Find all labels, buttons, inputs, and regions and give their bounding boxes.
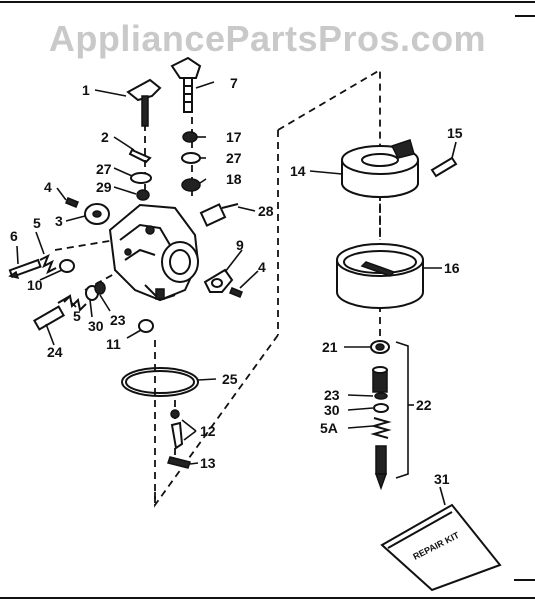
part-1-throttle-shaft xyxy=(126,78,162,127)
callout-c7: 7 xyxy=(230,75,238,91)
callout-c28: 28 xyxy=(258,203,274,219)
callout-c30a: 30 xyxy=(88,318,104,334)
part-25-gasket-inner xyxy=(125,370,195,394)
part-15-float-pin xyxy=(430,156,458,178)
callout-c3: 3 xyxy=(55,213,63,229)
callout-c25: 25 xyxy=(222,371,238,387)
part-7-choke-shaft xyxy=(170,56,202,113)
part-12-needle-clip xyxy=(170,409,180,419)
part-27-seal xyxy=(130,172,152,184)
part-22-bowl-nut xyxy=(372,366,388,393)
part-4-screw-right xyxy=(229,287,243,298)
callout-c4a: 4 xyxy=(44,179,52,195)
callout-c5A: 5A xyxy=(320,420,338,436)
callout-c4b: 4 xyxy=(258,259,266,275)
callout-c27b: 27 xyxy=(226,150,242,166)
part-31-repair-kit-card: REPAIR KIT xyxy=(380,503,502,592)
callout-c6: 6 xyxy=(10,228,18,244)
part-30-washer-bowl xyxy=(373,403,389,413)
part-21-hole xyxy=(375,343,385,351)
callout-c9: 9 xyxy=(236,237,244,253)
part-9-bracket xyxy=(203,268,234,293)
part-27-seal-right xyxy=(181,152,201,164)
dashed-axis-left xyxy=(54,239,116,251)
part-3-hole xyxy=(92,210,102,218)
part-5-spring-lower xyxy=(63,293,87,313)
callout-c5b: 5 xyxy=(73,308,81,324)
part-9-hole xyxy=(211,278,223,288)
callout-c21: 21 xyxy=(322,339,338,355)
callout-c30b: 30 xyxy=(324,402,340,418)
part-11-seal xyxy=(138,319,154,333)
callout-c15: 15 xyxy=(447,125,463,141)
callout-c31: 31 xyxy=(434,471,450,487)
callout-c1: 1 xyxy=(82,82,90,98)
leader-lines xyxy=(16,81,457,506)
callout-c27a: 27 xyxy=(96,161,112,177)
callout-c10: 10 xyxy=(27,277,43,293)
callout-c17: 17 xyxy=(226,129,242,145)
callout-c23b: 23 xyxy=(324,387,340,403)
callout-c24: 24 xyxy=(47,344,63,360)
part-5A-spring xyxy=(370,417,392,439)
part-16-float-bowl xyxy=(336,243,424,309)
part-22-needle xyxy=(374,445,388,491)
callout-c29: 29 xyxy=(96,179,112,195)
part-10-o-ring xyxy=(59,259,75,273)
callout-c22: 22 xyxy=(416,397,432,413)
part-25-gasket xyxy=(121,367,199,397)
part-23-o-ring-bowl xyxy=(374,392,388,400)
callout-c13: 13 xyxy=(200,455,216,471)
carburetor-body xyxy=(108,203,200,302)
part-6-idle-screw xyxy=(8,258,42,280)
callout-c16: 16 xyxy=(444,260,460,276)
part-2-screw xyxy=(128,148,152,164)
part-5-spring xyxy=(39,253,57,275)
callout-c23a: 23 xyxy=(110,312,126,328)
callout-c2: 2 xyxy=(101,129,109,145)
callout-c11: 11 xyxy=(106,336,121,352)
callout-c14: 14 xyxy=(290,163,306,179)
part-12-inlet-needle xyxy=(170,421,184,450)
part-14-float xyxy=(341,139,419,198)
part-17-spring xyxy=(182,131,198,143)
part-23-o-ring xyxy=(94,281,106,295)
part-28-fuel-inlet xyxy=(199,203,239,227)
callout-c12: 12 xyxy=(200,423,216,439)
part-29-bushing xyxy=(136,189,150,201)
part-4-screw xyxy=(65,197,79,208)
part-18-bushing xyxy=(181,178,201,192)
part-13-float-pin xyxy=(167,456,191,469)
callout-c5a: 5 xyxy=(33,215,41,231)
callout-c18: 18 xyxy=(226,171,242,187)
dashed-boundary-bottom xyxy=(154,334,279,508)
